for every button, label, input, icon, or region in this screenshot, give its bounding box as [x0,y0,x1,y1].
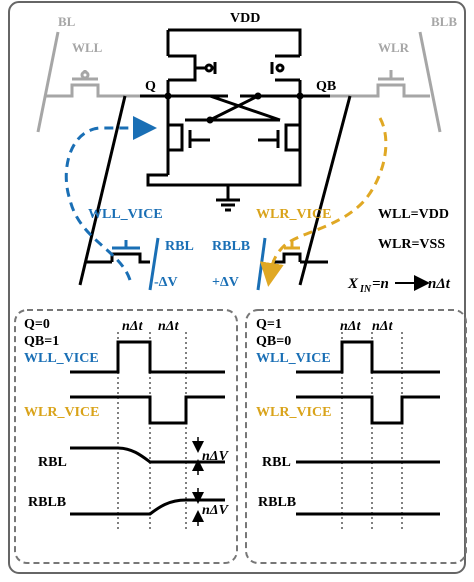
panel-q0-rbl-wave [70,446,225,464]
panel-q0-dt1: nΔt [122,319,144,334]
panel-q1-sig2: WLR_VICE [256,405,331,420]
panel-q0 [14,309,238,564]
panel-q0-wll-wave [70,340,225,374]
svg-text:nΔt: nΔt [428,276,451,292]
panel-q0-sig2: WLR_VICE [24,405,99,420]
panel-q1-state1: Q=1 [256,317,282,332]
xin-relation: X IN =n nΔt [347,275,451,295]
svg-text:X: X [347,276,359,292]
sram-core [140,28,330,212]
bl-line [36,31,60,133]
qb-node-dot [296,92,304,100]
panel-q0-rblb-wave [70,498,225,516]
left-nmos [168,123,184,152]
q-node-dot [164,92,172,100]
panel-q1-dt1: nΔt [340,319,362,334]
qb-label: QB [316,79,336,94]
panel-q0-sig3: RBL [38,455,67,470]
q-label: Q [145,79,156,94]
panel-q1-wll-wave [296,340,440,374]
panel-q1-sig4: RBLB [258,495,296,510]
panel-q0-wlr-wave [70,395,225,425]
panel-q1-sig3: RBL [262,455,291,470]
panel-q0-dv2: nΔV [202,503,230,518]
bl-label: BL [58,14,76,29]
rbl-label: RBL [165,239,194,254]
left-pmos [168,54,197,68]
wll-label: WLL [72,40,103,55]
blb-line [418,31,442,133]
outer-frame [8,1,466,574]
left-access-transistor [45,83,140,98]
plus-dv-label: +ΔV [212,275,239,290]
panel-q1-state2: QB=0 [256,334,291,349]
panel-q0-state1: Q=0 [24,317,50,332]
panel-q1 [245,309,467,564]
rblb-label: RBLB [212,239,250,254]
wll-vice-label: WLL_VICE [88,207,163,222]
bitline-group [36,31,442,133]
rblb-line [256,237,267,291]
minus-dv-label: -ΔV [154,275,178,290]
blb-label: BLB [431,14,457,29]
right-nmos [284,123,300,152]
right-access-transistor [330,83,430,98]
svg-text:=n: =n [372,276,389,292]
panel-q0-sig1: WLL_VICE [24,351,99,366]
panel-q1-wlr-wave [296,395,440,425]
wlr-condition: WLR=VSS [378,237,445,252]
vdd-label: VDD [230,11,260,26]
q-readout-wire [78,95,127,286]
panel-q0-dv1: nΔV [202,449,230,464]
panel-q0-dt2: nΔt [158,319,180,334]
left-flow-arrow [64,116,157,281]
panel-q0-state2: QB=1 [24,334,59,349]
rbl-line [148,237,160,291]
svg-text:IN: IN [359,284,372,295]
wlr-label: WLR [378,40,410,55]
right-flow-arrow [259,117,388,287]
panel-q0-sig4: RBLB [28,495,66,510]
wlr-vice-label: WLR_VICE [256,207,331,222]
panel-q1-sig1: WLL_VICE [256,351,331,366]
panel-q1-dt2: nΔt [372,319,394,334]
wll-condition: WLL=VDD [378,207,449,222]
